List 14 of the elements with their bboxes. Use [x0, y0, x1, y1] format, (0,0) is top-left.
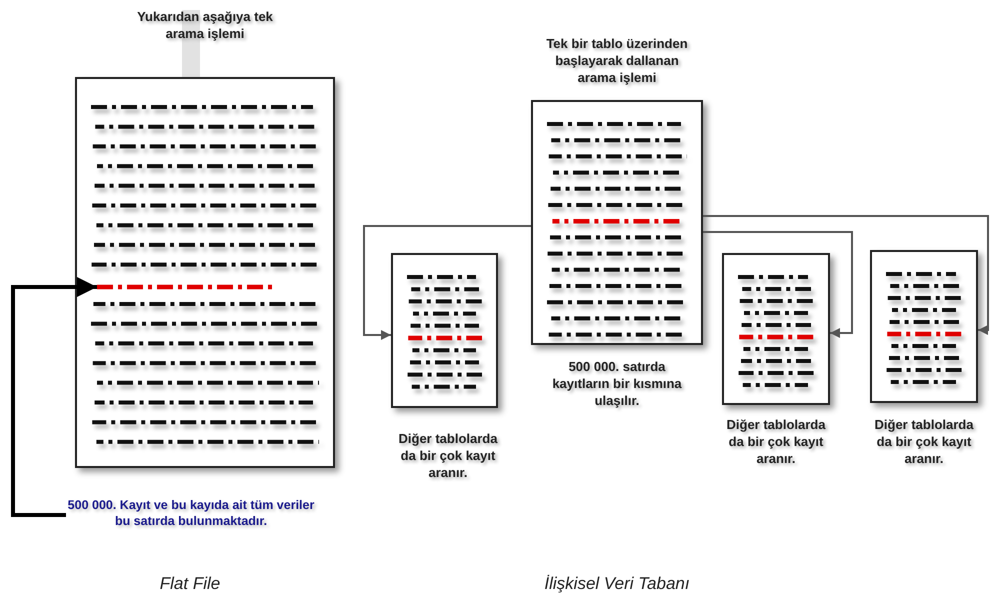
note-text: 500 000. satırda kayıtların bir kısmına ulaşılır.: [552, 358, 682, 409]
heading-text: Tek bir tablo üzerinden başlayarak dallanan arama işlemi: [545, 35, 689, 86]
arrow: [363, 225, 531, 340]
note-text: Diğer tablolarda da bir çok kayıt aranır.: [398, 430, 498, 481]
heading-text: Yukarıdan aşağıya tek arama işlemi: [136, 8, 274, 42]
note-text: Diğer tablolarda da bir çok kayıt aranır.: [874, 416, 974, 467]
arrow: [703, 231, 853, 338]
section-title: İlişkisel Veri Tabanı: [544, 574, 690, 594]
annotation-text: 500 000. Kayıt ve bu kayıda ait tüm veriler bu satırda bulunmaktadır.: [66, 497, 316, 529]
arrow: [11, 277, 97, 517]
note-text: Diğer tablolarda da bir çok kayıt aranır.: [726, 416, 826, 467]
highlighted-row: [97, 284, 272, 290]
section-title: Flat File: [160, 574, 220, 594]
arrow: [703, 215, 989, 335]
